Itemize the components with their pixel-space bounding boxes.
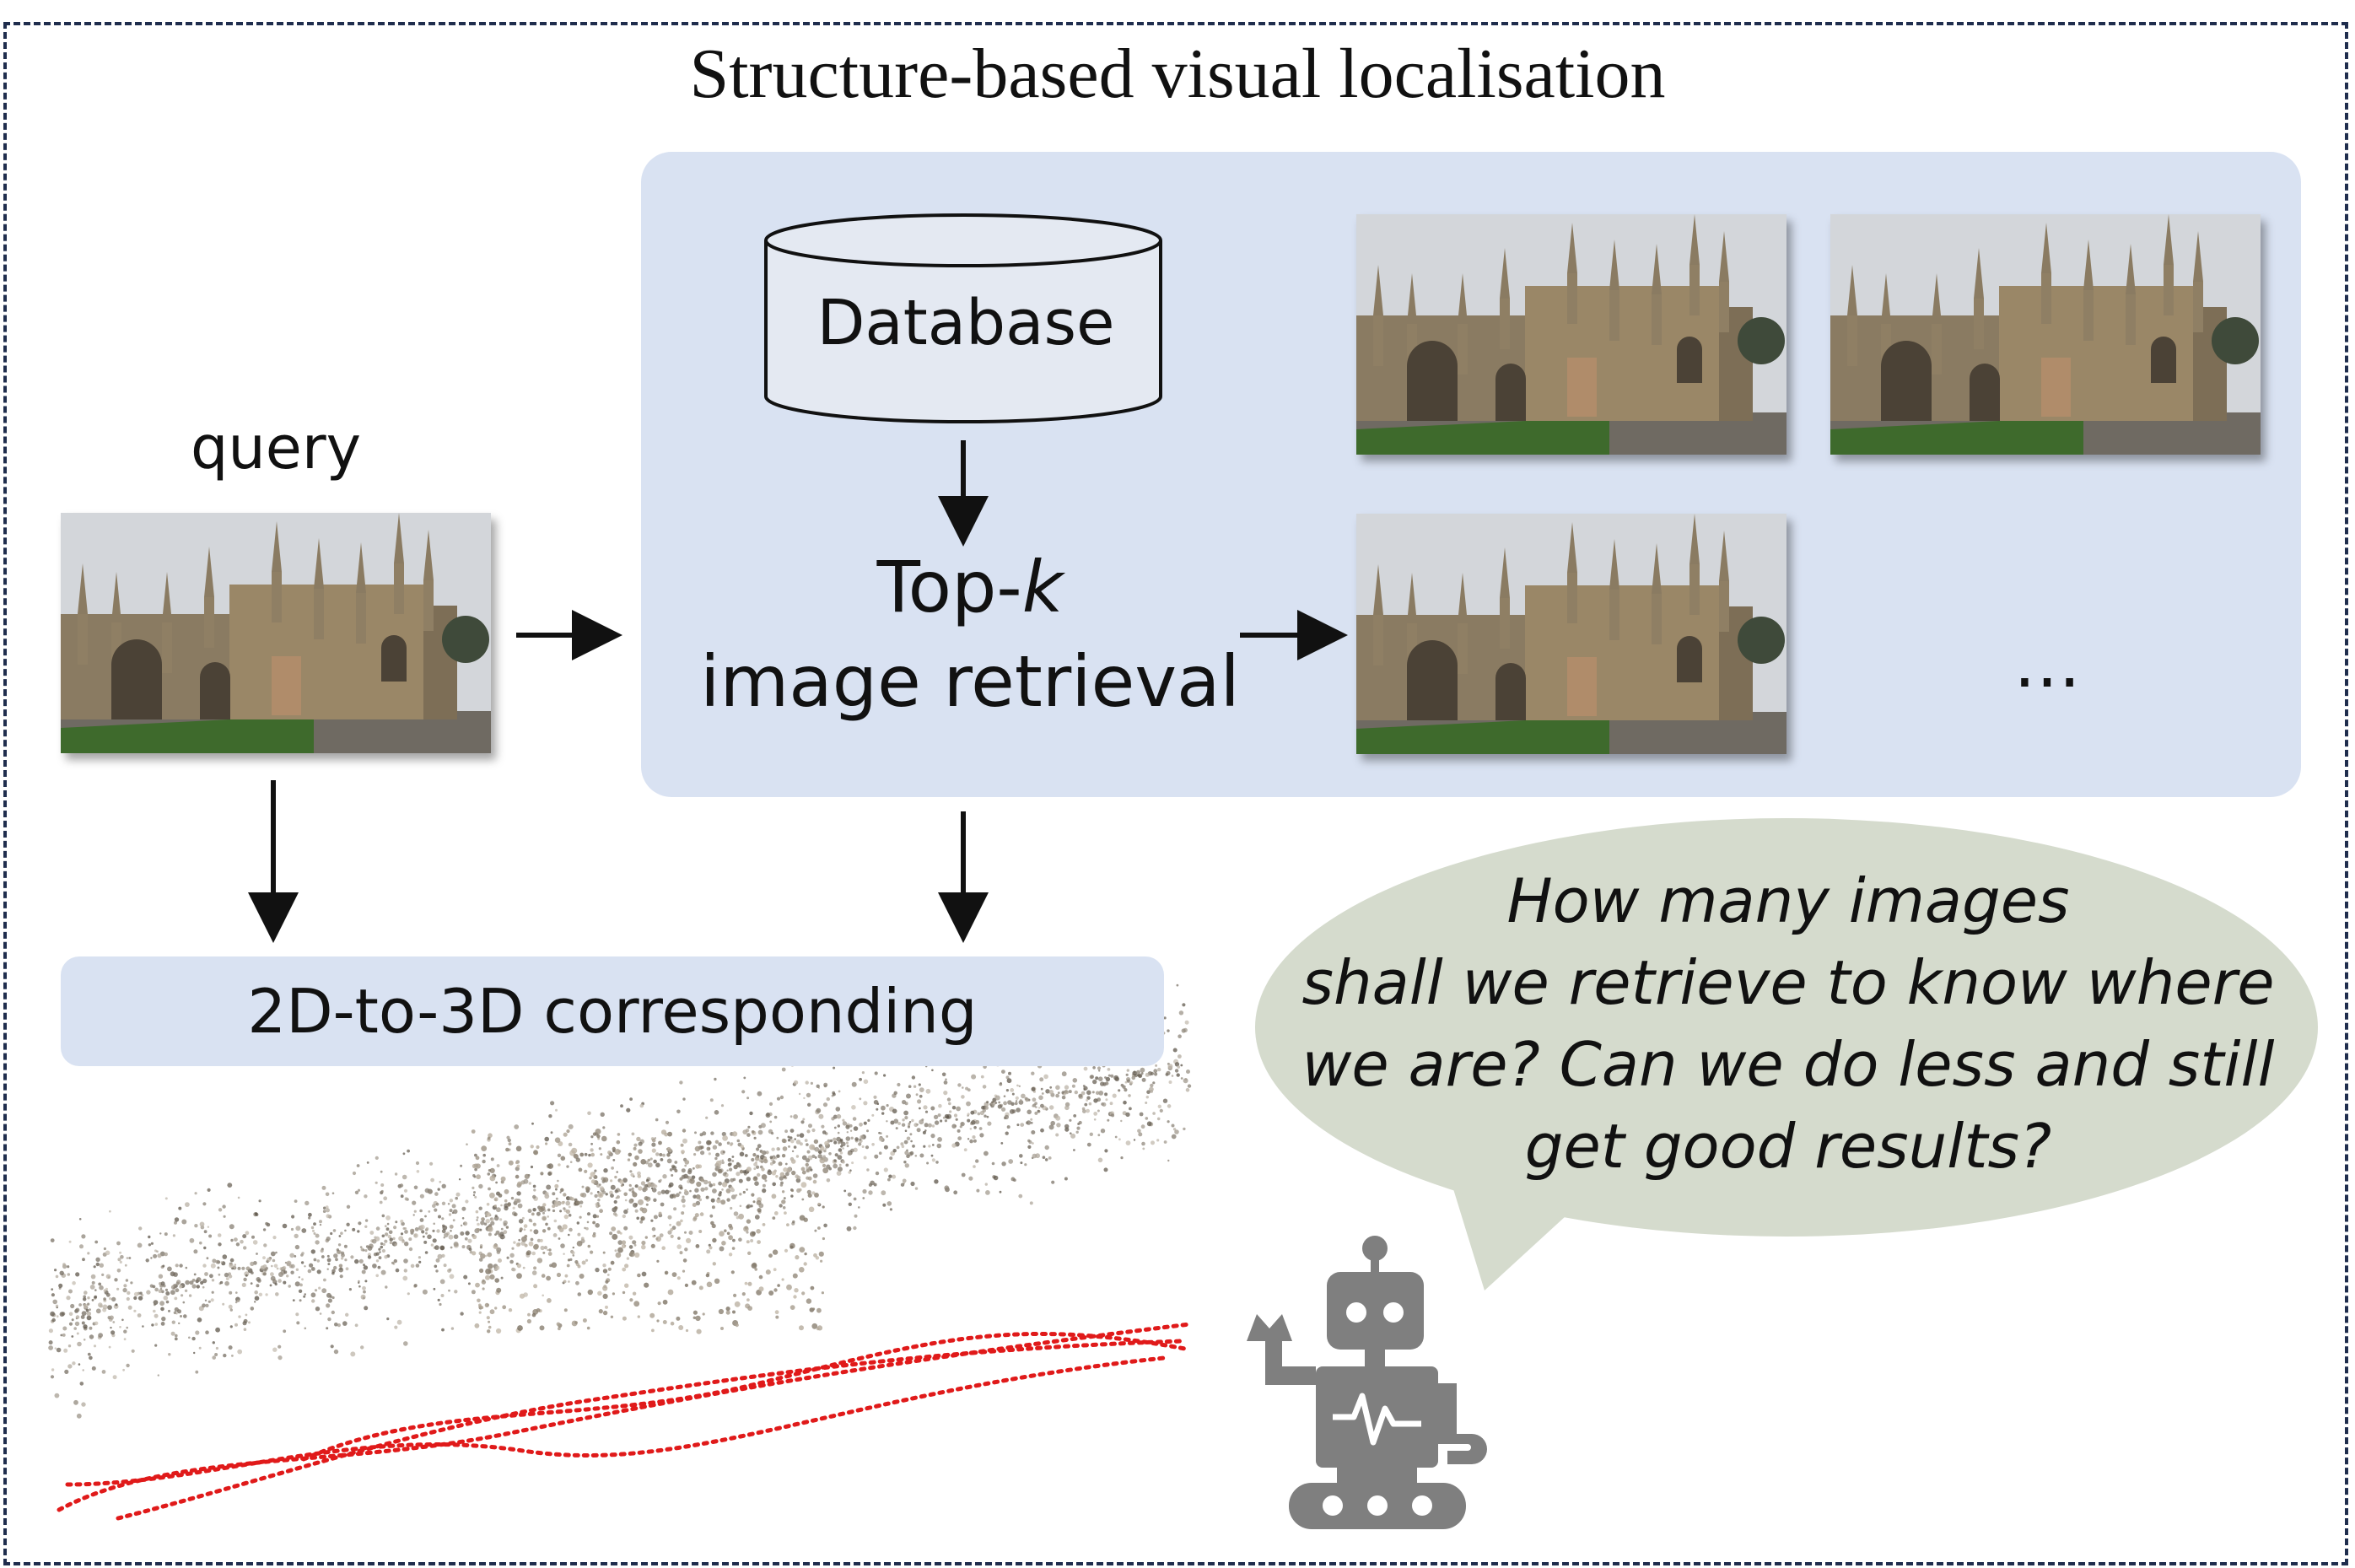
correspondence-box: 2D-to-3D corresponding <box>61 956 1164 1066</box>
point-cloud <box>48 983 1192 1419</box>
retrieval-line-2: image retrieval <box>700 640 1240 723</box>
figure-title: Structure-based visual localisation <box>689 35 1666 113</box>
retrieval-line-1: Top-k <box>692 540 1248 634</box>
robot-icon <box>1247 1236 1487 1529</box>
camera-trajectory <box>57 1322 1192 1521</box>
dashed-frame <box>3 22 2348 1565</box>
cylinder-database-icon <box>764 213 1162 423</box>
retrieval-k: k <box>1021 546 1064 628</box>
speech-bubble-text: How many images shall we retrieve to kno… <box>1282 860 2294 1188</box>
speech-bubble <box>1255 818 2318 1291</box>
database-label: Database <box>816 287 1115 359</box>
bubble-line: get good results? <box>1524 1111 2052 1182</box>
top-k-retrieval-label: Top-k image retrieval <box>692 540 1248 729</box>
correspondence-label: 2D-to-3D corresponding <box>247 976 978 1047</box>
retrieved-image-1 <box>1356 214 1786 455</box>
bubble-line: How many images <box>1506 865 2070 936</box>
retrieval-prefix: Top- <box>876 546 1022 628</box>
query-image <box>61 513 491 753</box>
query-label: query <box>190 413 362 482</box>
bubble-line: shall we retrieve to know where <box>1301 947 2275 1018</box>
retrieved-image-3 <box>1356 514 1786 754</box>
retrieved-image-2 <box>1830 214 2261 455</box>
more-images-ellipsis: … <box>2013 624 2086 703</box>
bubble-line: we are? Can we do less and still <box>1301 1029 2275 1100</box>
